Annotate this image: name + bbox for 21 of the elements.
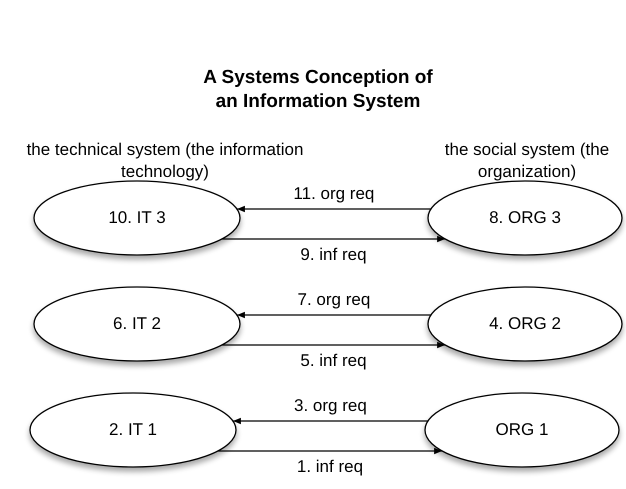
node-label: 10. IT 3	[108, 207, 166, 230]
edge-label: 7. org req	[296, 290, 372, 310]
column-heading: the social system (the organization)	[444, 139, 610, 183]
arrow	[232, 418, 428, 424]
arrow	[236, 206, 431, 212]
edge-label: 11. org req	[292, 184, 376, 204]
edge-label: 9. inf req	[299, 245, 368, 265]
node-label: 8. ORG 3	[489, 207, 561, 230]
column-heading: the technical system (the information technology)	[26, 139, 304, 183]
title: A Systems Conception of an Information System	[202, 66, 434, 114]
node-label: 4. ORG 2	[489, 313, 561, 336]
node-label: 2. IT 1	[109, 419, 157, 442]
node-label: ORG 1	[496, 419, 548, 442]
arrow	[236, 312, 431, 318]
edge-label: 5. inf req	[299, 351, 368, 371]
edge-label: 3. org req	[293, 396, 368, 416]
edge-label: 1. inf req	[296, 457, 364, 477]
arrow	[222, 236, 446, 242]
arrow	[222, 342, 446, 348]
arrow	[218, 448, 442, 454]
node-label: 6. IT 2	[113, 313, 161, 336]
